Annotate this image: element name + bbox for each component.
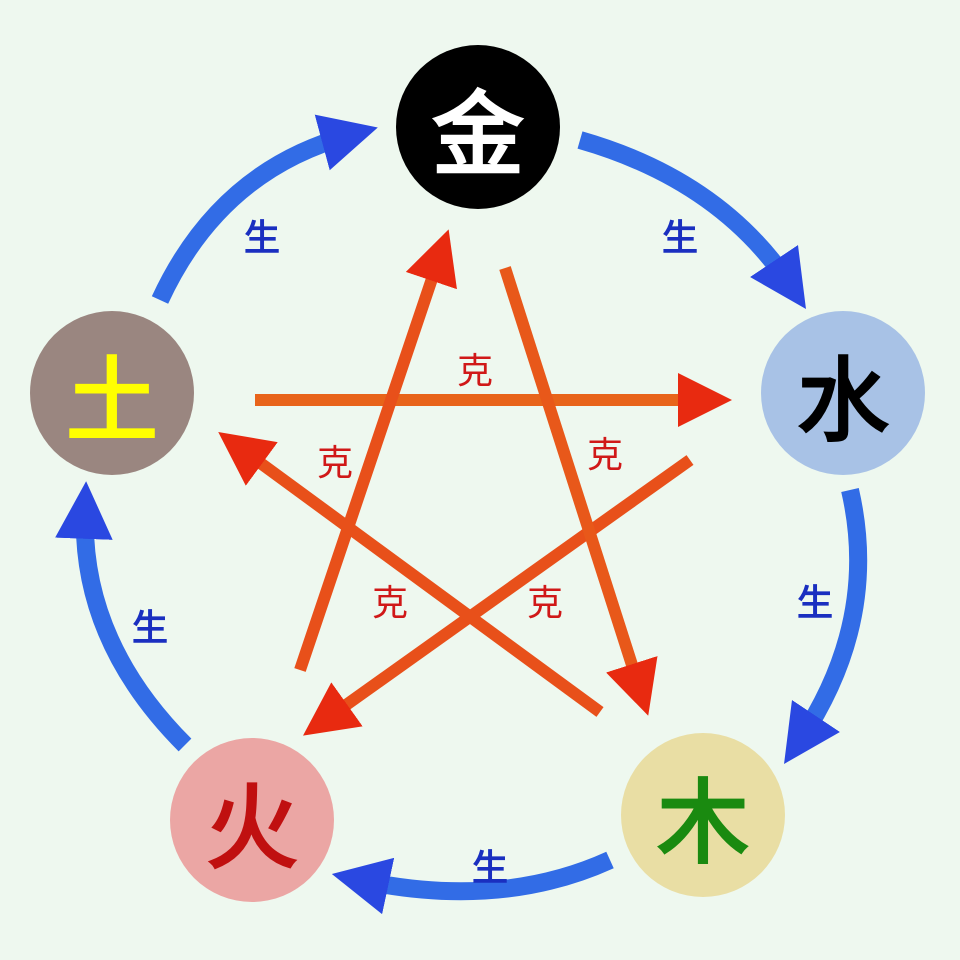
generate-label: 生 <box>243 218 281 259</box>
generate-arrow-fire-earth <box>55 481 192 752</box>
generate-arrow-wood-fire <box>331 851 614 915</box>
metal-label: 金 <box>431 81 524 189</box>
element-metal: 金 <box>396 45 560 209</box>
earth-label: 土 <box>65 347 158 455</box>
overcome-label: 克 <box>371 583 409 624</box>
overcome-arrow-metal-wood <box>499 266 658 716</box>
overcome-label: 克 <box>526 583 564 624</box>
generate-label: 生 <box>796 583 834 624</box>
overcome-arrow-water-fire <box>303 455 694 736</box>
element-wood: 木 <box>621 733 785 897</box>
generate-arrow-water-wood <box>784 487 868 764</box>
overcome-arrow-fire-metal <box>294 229 457 672</box>
generate-label: 生 <box>131 608 169 649</box>
element-water: 水 <box>761 311 925 475</box>
generate-arrow-earth-metal <box>151 114 378 304</box>
fire-label: 火 <box>205 774 298 882</box>
wood-label: 木 <box>656 769 749 877</box>
overcome-label: 克 <box>316 443 354 484</box>
overcome-arrow-wood-earth <box>218 432 604 717</box>
overcome-label: 克 <box>456 351 494 392</box>
generate-label: 生 <box>471 848 509 889</box>
water-label: 水 <box>796 347 889 455</box>
overcome-label: 克 <box>586 435 624 476</box>
generate-label: 生 <box>661 218 699 259</box>
element-fire: 火 <box>170 738 334 902</box>
generate-arrow-metal-water <box>577 131 806 309</box>
element-earth: 土 <box>30 311 194 475</box>
